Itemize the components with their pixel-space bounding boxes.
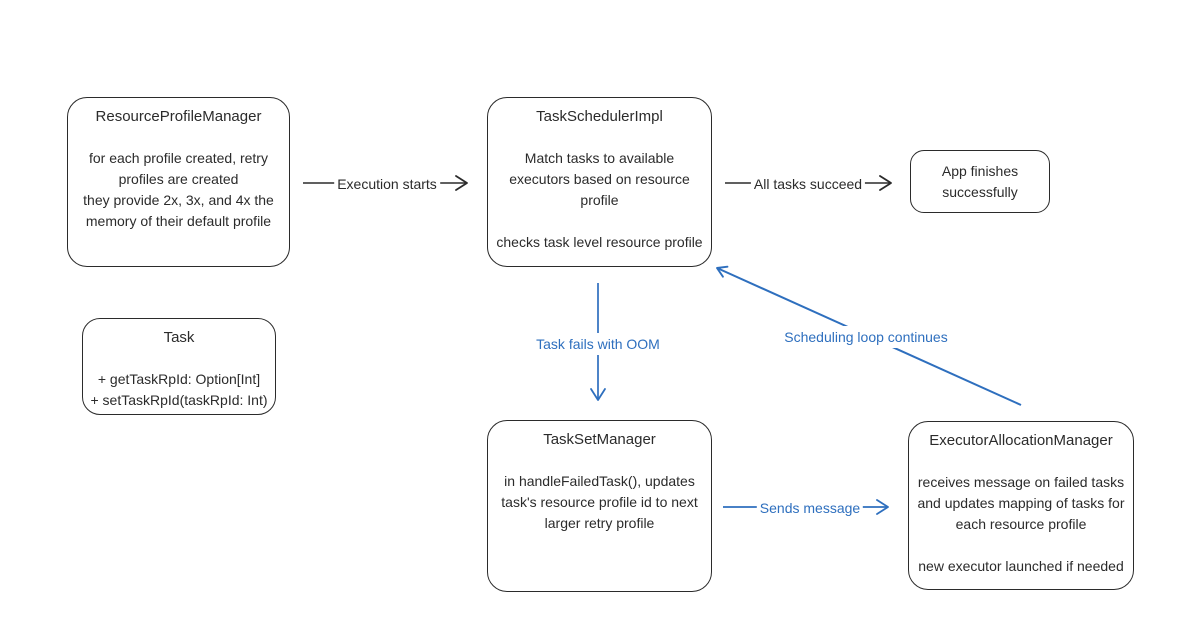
- node-app-finishes-successfully: App finishes successfully: [910, 150, 1050, 213]
- node-title: Task: [163, 329, 195, 346]
- node-body: App finishes successfully: [941, 162, 1019, 200]
- node-body: Match tasks to available executors based…: [496, 150, 703, 250]
- edge-label-sends-message: Sends message: [756, 497, 864, 519]
- edge-label-all-tasks-succeed: All tasks succeed: [750, 173, 866, 195]
- node-title: ResourceProfileManager: [95, 108, 262, 125]
- node-task-scheduler-impl: TaskSchedulerImpl Match tasks to availab…: [487, 97, 712, 267]
- node-body: in handleFailedTask(), updates task's re…: [501, 473, 698, 531]
- node-resource-profile-manager: ResourceProfileManager for each profile …: [67, 97, 290, 267]
- edge-label-task-fails-oom: Task fails with OOM: [533, 333, 663, 355]
- node-title: TaskSetManager: [543, 431, 656, 448]
- edge-label-scheduling-loop-continues: Scheduling loop continues: [781, 326, 951, 348]
- node-task-set-manager: TaskSetManager in handleFailedTask(), up…: [487, 420, 712, 592]
- node-title: ExecutorAllocationManager: [929, 432, 1113, 449]
- node-title: TaskSchedulerImpl: [536, 108, 663, 125]
- node-body: for each profile created, retry profiles…: [83, 150, 274, 229]
- node-body: + getTaskRpId: Option[Int] + setTaskRpId…: [90, 371, 268, 408]
- edge-label-execution-starts: Execution starts: [334, 173, 440, 195]
- node-body: receives message on failed tasks and upd…: [917, 474, 1125, 574]
- node-task: Task + getTaskRpId: Option[Int] + setTas…: [82, 318, 276, 415]
- node-executor-allocation-manager: ExecutorAllocationManager receives messa…: [908, 421, 1134, 590]
